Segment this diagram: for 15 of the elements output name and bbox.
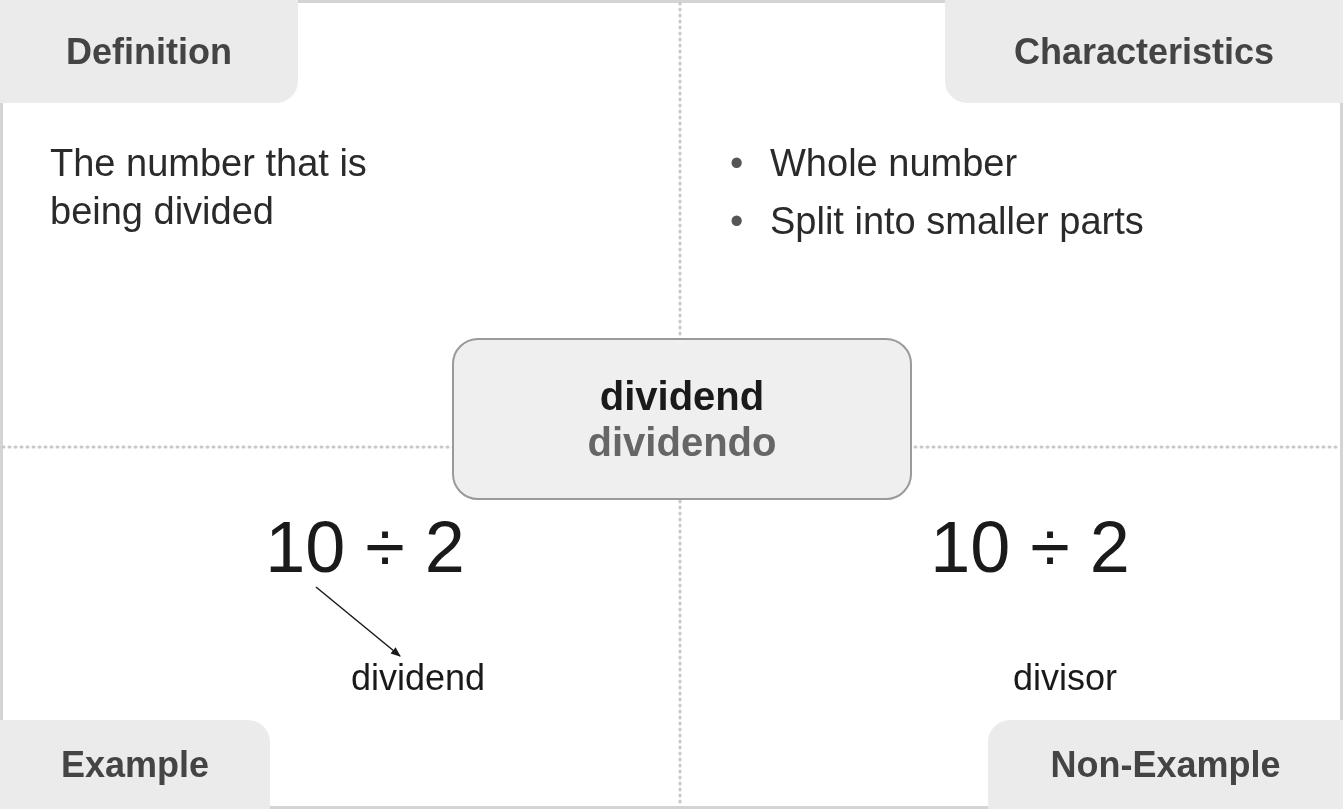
expression-text: 10 ÷ 2 <box>929 506 1131 589</box>
heading-tab: Definition <box>0 0 298 103</box>
bullet-symbol: • <box>730 198 745 244</box>
bullet-item: Whole number <box>770 141 1018 186</box>
annotation-text: dividend <box>318 648 518 708</box>
arrow <box>315 586 401 657</box>
heading-tab: Non-Example <box>988 720 1343 809</box>
bullet-symbol: • <box>730 141 745 186</box>
bullet-item: Split into smaller parts <box>770 198 1144 244</box>
term-box: dividend dividendo <box>452 338 912 500</box>
heading-tab: Example <box>0 720 270 809</box>
annotation-text: divisor <box>1012 656 1118 700</box>
expression-text: 10 ÷ 2 <box>240 505 490 589</box>
heading-tab: Characteristics <box>945 0 1343 103</box>
definition-text: The number that is being divided <box>50 141 368 234</box>
